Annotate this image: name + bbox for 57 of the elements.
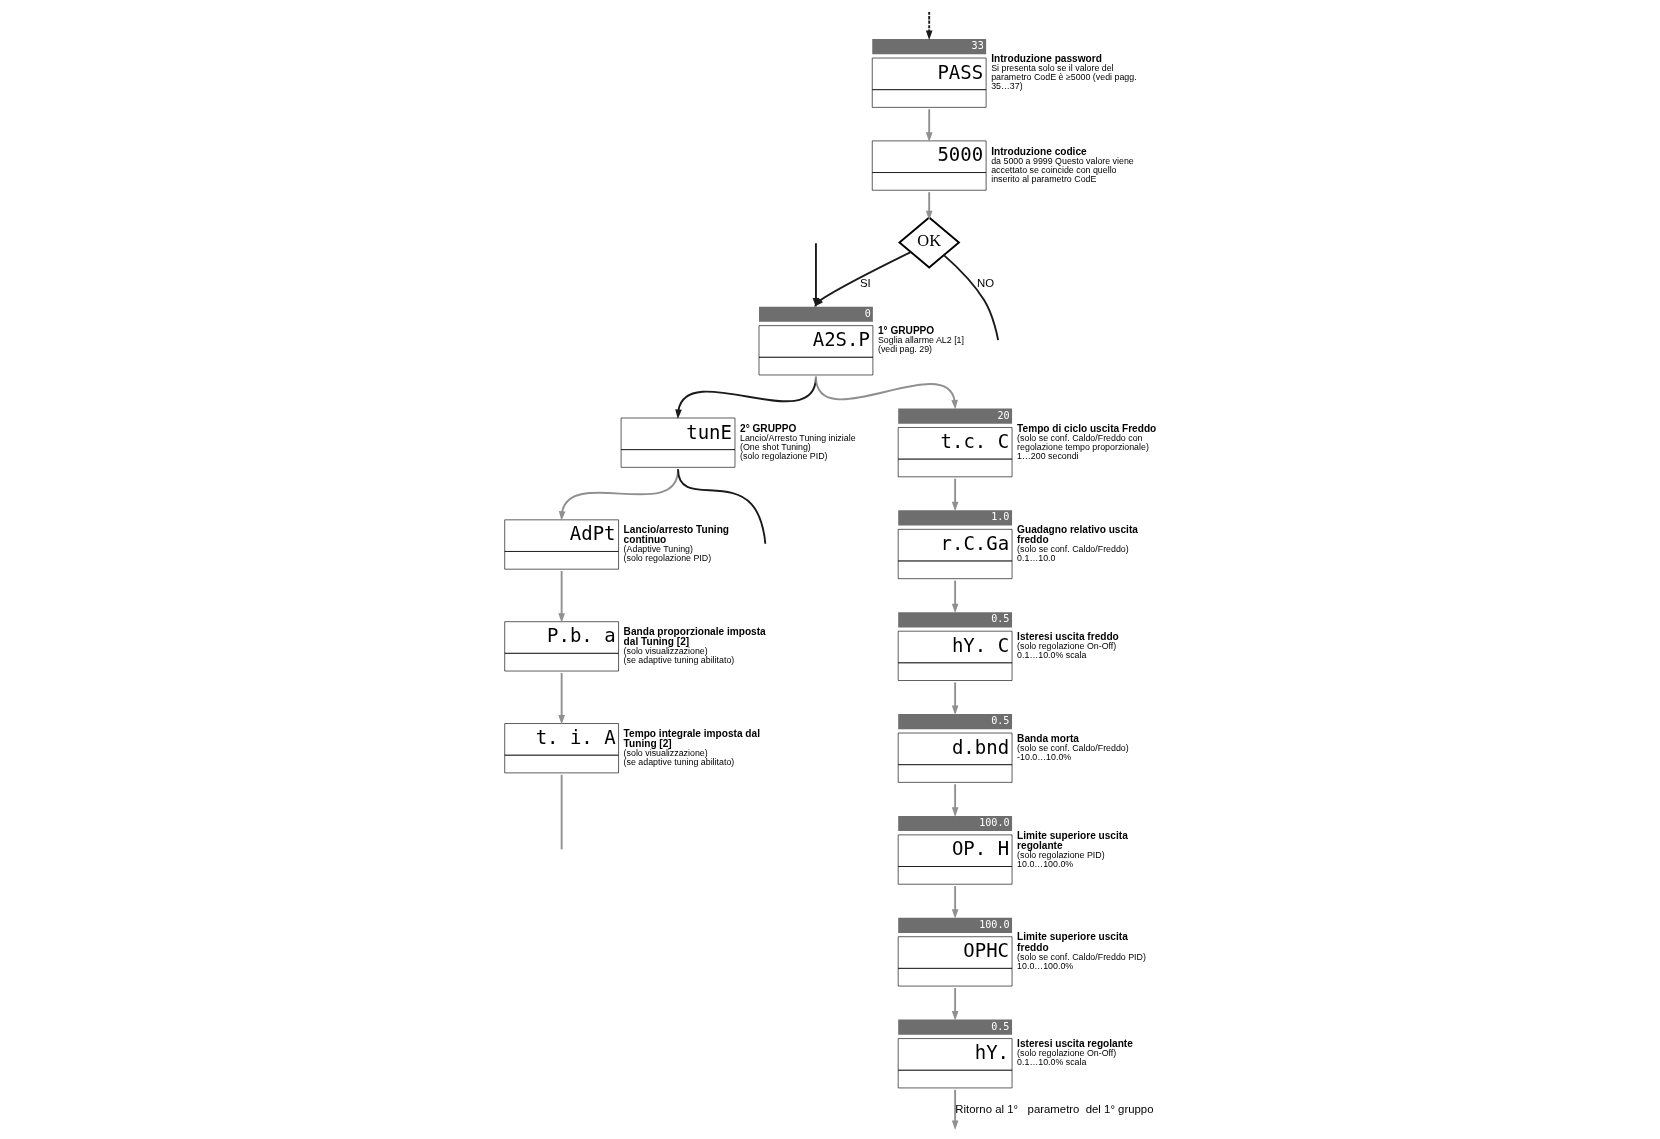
node-label: 10.0…100.0% [1016, 858, 1073, 869]
arrow [814, 375, 958, 410]
node-label: (se adaptive tuning abilitato) [623, 756, 734, 767]
node-label: Introduzione password [990, 53, 1102, 65]
node-label: 0.1…10.0% scala [1016, 649, 1086, 660]
arrow [951, 579, 958, 614]
node-label: Isteresi uscita freddo [1016, 630, 1119, 642]
node-label: 2° GRUPPO [739, 422, 796, 434]
node-label: 0.1…10.0% scala [1016, 1057, 1086, 1068]
node-label: Limite superiore uscita regolante [1016, 829, 1128, 851]
connector [560, 773, 563, 851]
node-label: Lancio/Arresto Tuning iniziale [739, 432, 856, 443]
arrow [925, 108, 932, 142]
connector [676, 468, 766, 545]
arrow [951, 885, 958, 919]
arrow [925, 10, 932, 41]
node-label: (solo se conf. Caldo/Freddo PID) [1016, 951, 1146, 962]
node-label: -10.0…10.0% [1016, 751, 1071, 762]
node-label: (One shot Tuning) [739, 441, 811, 452]
arrow [951, 477, 958, 512]
node-label: (solo visualizzazione) [623, 646, 708, 657]
arrow [951, 1088, 958, 1130]
node-label: 1…200 secondi [1016, 450, 1079, 461]
node-label: Si presenta solo se il valore del parametro CodE è ≥5000 (vedi pagg. 35…37) [990, 63, 1137, 92]
node-label: Guadagno relativo uscita freddo [1016, 524, 1138, 546]
node-label: (vedi pag. 29) [877, 344, 932, 355]
edge-label: NO [976, 276, 994, 289]
arrow [925, 191, 932, 221]
node-label: 10.0…100.0% [1016, 960, 1073, 971]
node-label: (solo regolazione PID) [739, 450, 828, 461]
node-diamond: OK [897, 216, 960, 269]
arrow [557, 570, 565, 623]
node-label: (solo se conf. Caldo/Freddo) [1016, 742, 1129, 753]
node-label: Introduzione codice [990, 145, 1087, 157]
arrow [951, 681, 958, 716]
arrow [557, 671, 565, 725]
node-label: (Adaptive Tuning) [623, 544, 693, 555]
node-label: (se adaptive tuning abilitato) [623, 654, 734, 665]
node-label: Banda proporzionale imposta dal Tuning [2] [623, 625, 766, 647]
node-label: 0.1…10.0 [1016, 553, 1055, 564]
node-label: Limite superiore uscita freddo [1016, 931, 1128, 953]
node-label: (solo se conf. Caldo/Freddo) [1016, 544, 1129, 555]
edge-label: SI [859, 276, 871, 289]
node-label: 1° GRUPPO [877, 325, 934, 337]
connector [942, 254, 999, 342]
node-label: da 5000 a 9999 Questo valore viene accettato se coincide con quello inserito al parametro CodE [990, 155, 1134, 184]
node-label: Soglia allarme AL2 [1] [877, 335, 964, 346]
arrow [951, 783, 958, 817]
node-label: (solo regolazione On-Off) [1016, 641, 1116, 652]
node-label: Tempo di ciclo uscita Freddo [1016, 422, 1156, 434]
node-label: Lancio/arresto Tuning continuo [623, 524, 729, 546]
arrow [951, 987, 958, 1021]
node-label: (solo regolazione On-Off) [1016, 1048, 1116, 1059]
node-label: Tempo integrale imposta dal Tuning [2] [623, 727, 760, 749]
node-label: Banda morta [1016, 732, 1079, 744]
edge-label: Ritorno al 1° parametro del 1° gruppo [954, 1103, 1154, 1116]
node-label: Isteresi uscita regolante [1016, 1038, 1133, 1050]
